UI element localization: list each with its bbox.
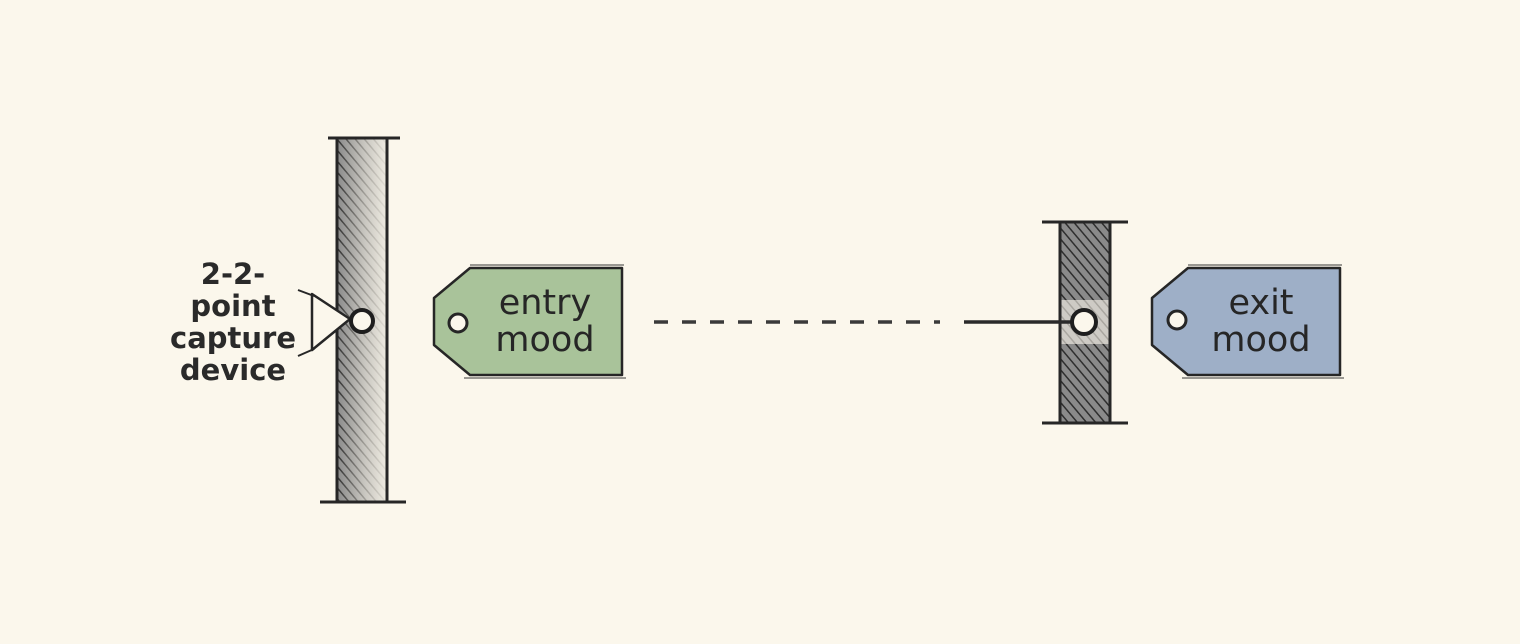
exit-mood-tag	[1150, 264, 1344, 379]
capture-device-label-line: point	[190, 289, 276, 323]
entry-mood-label: entry mood	[478, 285, 612, 359]
capture-device-label-line: capture	[170, 321, 296, 355]
exit-mood-label-line: exit	[1228, 283, 1294, 323]
connector-line	[654, 308, 1098, 336]
exit-mood-label-line: mood	[1211, 320, 1311, 360]
entry-mood-label-line: entry	[498, 283, 592, 323]
exit-mood-label: exit mood	[1194, 285, 1328, 359]
entry-mood-label-line: mood	[495, 320, 595, 360]
entry-tag-hole	[447, 312, 469, 334]
capture-device-label-line: device	[179, 353, 287, 387]
exit-tag-hole	[1166, 309, 1188, 331]
capture-device-icon	[297, 289, 375, 357]
entry-mood-tag	[432, 264, 626, 379]
capture-device-label: 2-2- point capture device	[168, 258, 298, 386]
capture-device-label-line: 2-2-	[200, 257, 266, 291]
